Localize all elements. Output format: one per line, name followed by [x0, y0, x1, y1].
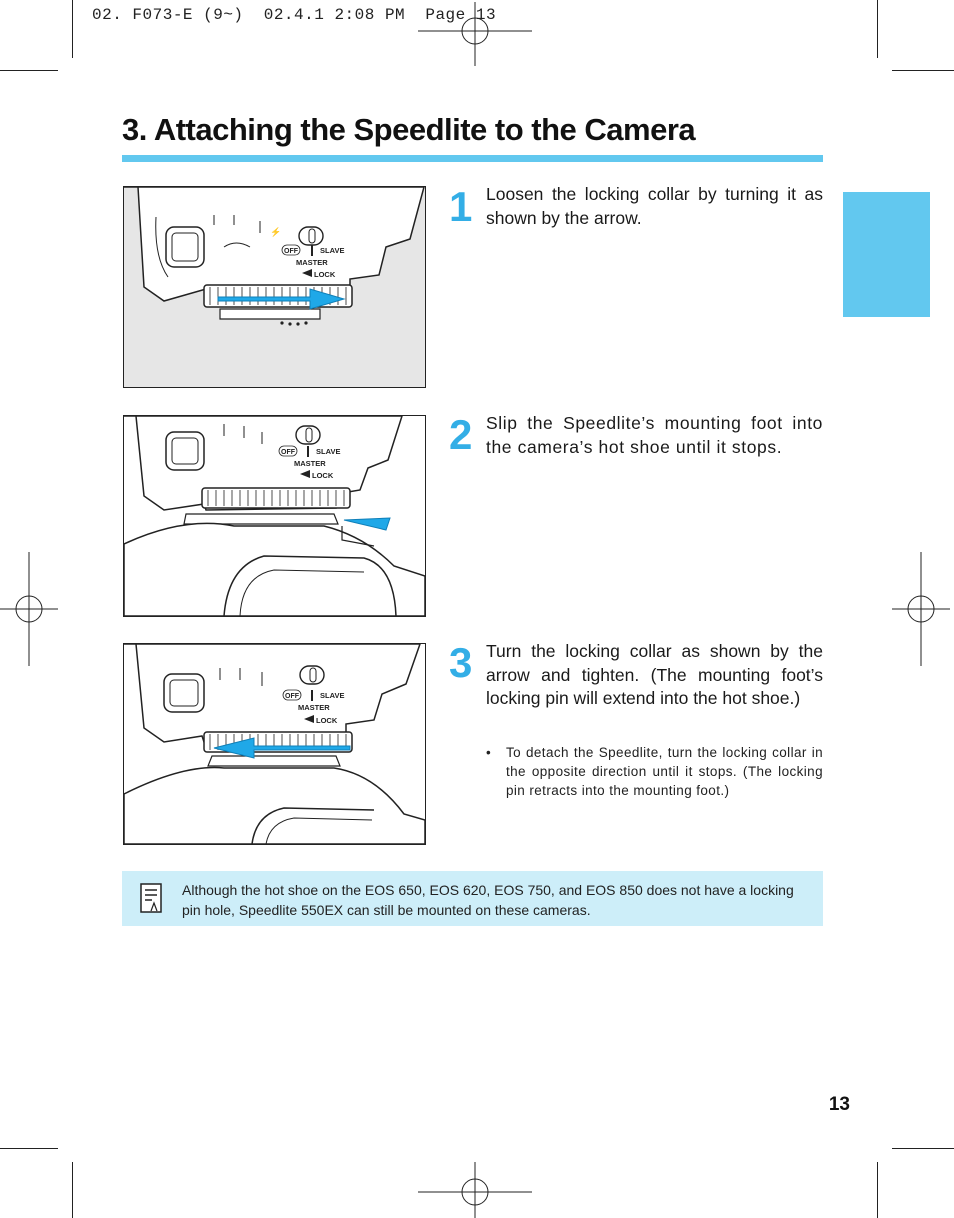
arrow-right-icon — [343, 517, 391, 531]
figure-step-3: OFF SLAVE MASTER LOCK — [123, 643, 426, 845]
lock-label: LOCK — [314, 270, 336, 279]
slave-label: SLAVE — [316, 447, 340, 456]
master-label: MASTER — [296, 258, 328, 267]
title-rule — [122, 155, 823, 162]
arrow-right-icon — [217, 288, 346, 310]
off-label: OFF — [281, 449, 296, 456]
registration-mark-left — [0, 552, 58, 666]
detach-bullet: • To detach the Speedlite, turn the lock… — [486, 743, 823, 800]
figure-step-1: ⚡ OFF SLAVE MASTER LOCK — [123, 186, 426, 388]
bullet-mark: • — [486, 745, 492, 760]
detach-bullet-text: To detach the Speedlite, turn the lockin… — [506, 745, 823, 798]
step-1-number: 1 — [449, 183, 473, 230]
registration-mark-right — [892, 552, 950, 666]
lock-label: LOCK — [316, 716, 338, 725]
step-3-text: Turn the locking collar as shown by the … — [486, 641, 823, 708]
off-label: OFF — [284, 248, 299, 255]
slave-label: SLAVE — [320, 691, 344, 700]
step-2-number: 2 — [449, 411, 473, 458]
arrow-left-icon — [213, 737, 351, 759]
note-box: Although the hot shoe on the EOS 650, EO… — [122, 871, 823, 926]
step-2-text: Slip the Speedlite’s mounting foot into … — [486, 413, 823, 457]
registration-mark-bottom — [418, 1162, 532, 1218]
off-label: OFF — [285, 693, 300, 700]
memo-note-icon — [140, 883, 162, 913]
figure-step-2: OFF SLAVE MASTER LOCK — [123, 415, 426, 617]
lock-label: LOCK — [312, 471, 334, 480]
master-label: MASTER — [294, 459, 326, 468]
section-tab — [843, 192, 930, 317]
svg-text:⚡: ⚡ — [270, 226, 281, 238]
page-number: 13 — [828, 1094, 850, 1115]
step-1-text: Loosen the locking collar by turning it … — [486, 184, 823, 228]
slave-label: SLAVE — [320, 246, 344, 255]
master-label: MASTER — [298, 703, 330, 712]
print-slug: 02. F073-E (9~) 02.4.1 2:08 PM Page 13 — [92, 6, 497, 24]
step-3-number: 3 — [449, 639, 473, 686]
note-text: Although the hot shoe on the EOS 650, EO… — [182, 882, 794, 918]
registration-mark-top — [418, 2, 532, 66]
page-title: 3. Attaching the Speedlite to the Camera — [122, 112, 696, 147]
